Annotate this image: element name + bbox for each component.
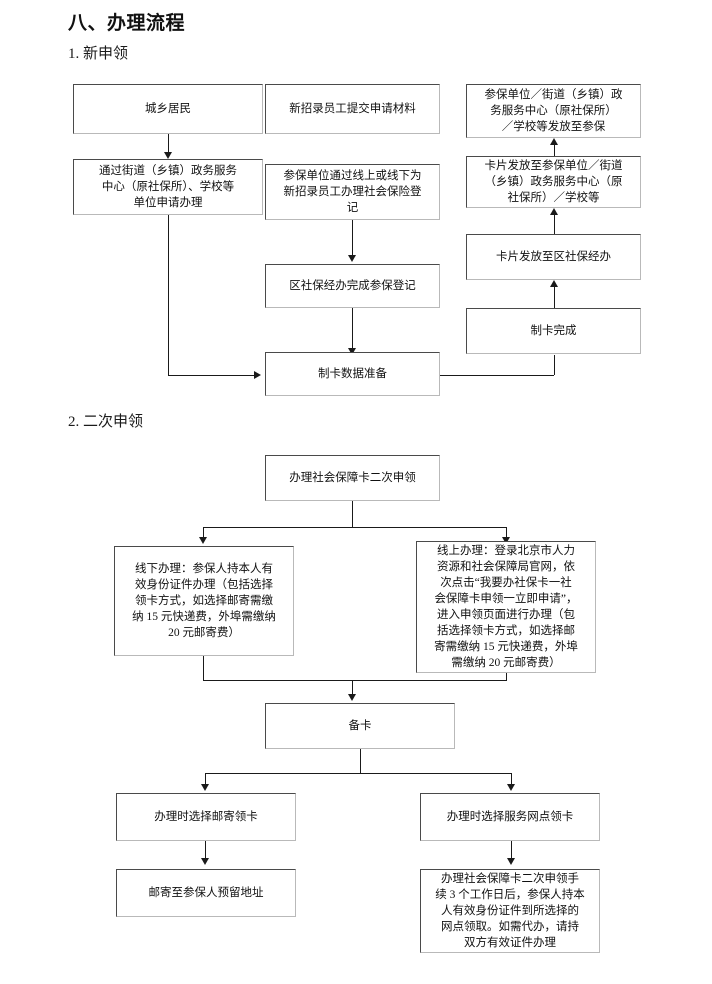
flow1-node-residents: 城乡居民 xyxy=(73,84,263,134)
connector-district-to-carddata xyxy=(352,308,353,352)
flow1-node-new-employee-submit: 新招录员工提交申请材料 xyxy=(265,84,440,134)
arrowhead-to-online xyxy=(502,537,510,544)
page-title: 八、办理流程 xyxy=(68,13,186,34)
flow2-node-mail-to-address: 邮寄至参保人预留地址 xyxy=(116,869,296,917)
connector-apply-right xyxy=(168,375,256,376)
connector-apply-down xyxy=(168,215,169,375)
connector-beika-split xyxy=(205,773,512,774)
flow1-node-card-data-prep: 制卡数据准备 xyxy=(265,352,440,396)
connector-start-split xyxy=(203,527,506,528)
connector-carddata-right xyxy=(440,375,554,376)
connector-merge-to-beika xyxy=(203,680,507,681)
flow2-node-pickup-at-branch: 办理社会保障卡二次申领手 续 3 个工作日后，参保人持本 人有效身份证件到所选择… xyxy=(420,869,600,953)
arrowhead-to-card-district xyxy=(550,280,558,287)
connector-carddata-up-to-cardmade xyxy=(554,355,555,375)
connector-beika-split-left xyxy=(205,773,206,787)
arrowhead-to-offline xyxy=(199,537,207,544)
flow1-node-card-made: 制卡完成 xyxy=(466,308,641,354)
connector-split-left xyxy=(203,527,204,541)
connector-register-to-district xyxy=(352,220,353,259)
flow2-node-choose-branch: 办理时选择服务网点领卡 xyxy=(420,793,600,841)
flow1-node-employer-register: 参保单位通过线上或线下为 新招录员工办理社会保险登 记 xyxy=(265,164,440,220)
connector-split-right xyxy=(506,527,507,541)
connector-start-down xyxy=(352,501,353,527)
flow1-node-apply-via-street: 通过街道（乡镇）政务服务 中心（原社保所）、学校等 单位申请办理 xyxy=(73,159,263,215)
connector-mail-down xyxy=(205,841,206,863)
flow1-node-card-to-district: 卡片发放至区社保经办 xyxy=(466,234,641,280)
arrowhead-to-choose-mail xyxy=(201,784,209,791)
connector-beika-split-right xyxy=(511,773,512,787)
connector-offline-down xyxy=(203,656,204,680)
arrowhead-residents-to-apply xyxy=(164,152,172,159)
connector-online-down xyxy=(506,673,507,680)
arrowhead-to-card-employer xyxy=(550,208,558,215)
flow2-node-choose-mail: 办理时选择邮寄领卡 xyxy=(116,793,296,841)
connector-residents-to-apply xyxy=(168,134,169,156)
flow2-node-prepare-card: 备卡 xyxy=(265,703,455,749)
flow1-node-issue-to-insured: 参保单位／街道（乡镇）政 务服务中心（原社保所） ／学校等发放至参保 xyxy=(466,84,641,138)
arrowhead-register-to-district xyxy=(348,255,356,262)
flow2-node-online: 线上办理：登录北京市人力 资源和社会保障局官网，依 次点击“我要办社保卡一社 会… xyxy=(416,541,596,673)
connector-district-to-employer xyxy=(554,215,555,234)
arrowhead-apply-to-carddata xyxy=(254,371,261,379)
flow1-node-district-complete: 区社保经办完成参保登记 xyxy=(265,264,440,308)
connector-branch-down xyxy=(511,841,512,863)
subsection-heading-2: 2. 二次申领 xyxy=(68,414,144,430)
arrowhead-to-issue-insured xyxy=(550,138,558,145)
connector-beika-down xyxy=(360,749,361,773)
flow2-node-offline: 线下办理：参保人持本人有 效身份证件办理（包括选择 领卡方式，如选择邮寄需缴 纳… xyxy=(114,546,294,656)
connector-employer-to-issue xyxy=(554,145,555,156)
arrowhead-district-to-carddata xyxy=(348,348,356,355)
subsection-heading-1: 1. 新申领 xyxy=(68,46,129,62)
arrowhead-to-choose-branch xyxy=(507,784,515,791)
arrowhead-to-beika xyxy=(348,694,356,701)
arrowhead-to-pickup xyxy=(507,858,515,865)
flow1-node-card-to-employer: 卡片发放至参保单位／街道 （乡镇）政务服务中心（原 社保所）／学校等 xyxy=(466,156,641,208)
flow2-node-start: 办理社会保障卡二次申领 xyxy=(265,455,440,501)
connector-merge-down xyxy=(352,680,353,698)
connector-cardmade-to-district xyxy=(554,287,555,308)
arrowhead-to-mail-address xyxy=(201,858,209,865)
